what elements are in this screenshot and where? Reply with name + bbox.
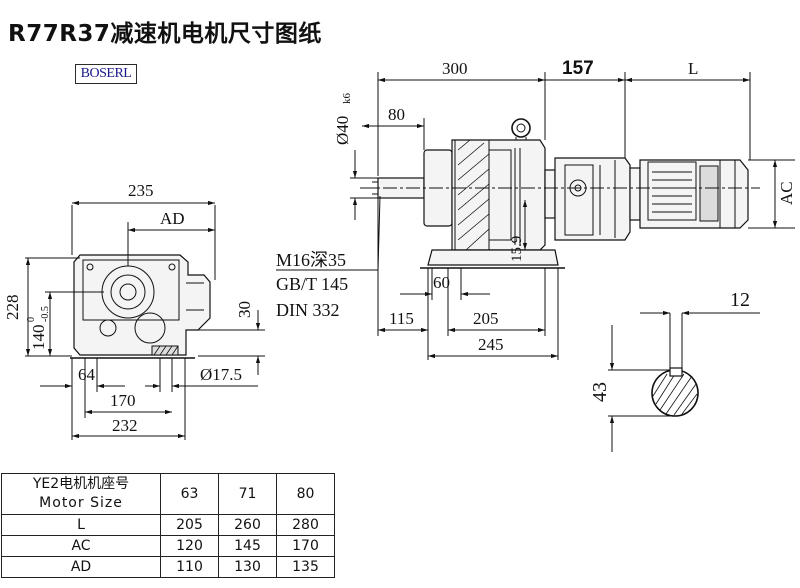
dim-30: 30 — [235, 301, 254, 318]
table-cell: 130 — [218, 556, 277, 578]
dim-300: 300 — [442, 59, 468, 78]
table-cell: 170 — [276, 535, 335, 557]
table-cell: 145 — [218, 535, 277, 557]
technical-drawing: 235 AD 228 140 0 -0.5 30 64 Ø17.5 — [3, 58, 796, 452]
dim-AD: AD — [160, 209, 185, 228]
dim-245: 245 — [478, 335, 504, 354]
dim-235: 235 — [128, 181, 154, 200]
note-din: DIN 332 — [276, 300, 340, 320]
dim-157: 157 — [562, 58, 594, 79]
note-thread: M16深35 — [276, 250, 346, 270]
table-cell: 260 — [218, 514, 277, 536]
dim-228: 228 — [3, 295, 22, 321]
dim-232: 232 — [112, 416, 138, 435]
end-view: 235 AD 228 140 0 -0.5 30 64 Ø17.5 — [3, 181, 265, 440]
table-cell: 120 — [160, 535, 219, 557]
dim-115: 115 — [389, 309, 414, 328]
table-row: AD 110 130 135 — [1, 556, 335, 578]
table-cell: 135 — [276, 556, 335, 578]
brand-logo: BOSERL — [75, 64, 137, 84]
dim-80: 80 — [388, 105, 405, 124]
end-view-inner-frame — [82, 259, 180, 321]
end-view-shaft-mid — [110, 274, 146, 310]
dim-64: 64 — [78, 365, 96, 384]
dim-140-lower-tol: -0.5 — [40, 306, 51, 322]
table-row-label: L — [1, 514, 161, 536]
table-row-label: AD — [1, 556, 161, 578]
dim-15-9: 15.9 — [509, 236, 525, 262]
side-view: 300 157 L 80 Ø40 k6 15.9 M16深35 GB/T 145… — [276, 58, 796, 360]
table-row-label: AC — [1, 535, 161, 557]
end-view-motor-circle — [134, 312, 166, 344]
table-cell: 280 — [276, 514, 335, 536]
table-size-63: 63 — [160, 473, 219, 515]
table-size-80: 80 — [276, 473, 335, 515]
table-size-71: 71 — [218, 473, 277, 515]
dim-AC: AC — [777, 181, 796, 205]
table-header-row: YE2电机机座号 Motor Size 63 71 80 — [1, 473, 335, 515]
table-cell: 110 — [160, 556, 219, 578]
dim-43: 43 — [589, 382, 611, 402]
dim-L: L — [688, 59, 698, 78]
dim-dia-40: Ø40 — [333, 116, 352, 145]
shaft-section-view: 12 43 — [589, 289, 760, 452]
gearbox-foot — [427, 249, 559, 266]
dim-205: 205 — [473, 309, 499, 328]
table-header-line1: YE2电机机座号 — [32, 476, 130, 492]
dim-dia-40-tolerance: k6 — [341, 93, 353, 105]
end-view-housing — [73, 254, 211, 356]
table-cell: 205 — [160, 514, 219, 536]
dim-170: 170 — [110, 391, 136, 410]
motor-flange — [629, 167, 641, 221]
dim-140-upper-tol: 0 — [26, 317, 37, 322]
end-view-bolt-circle — [99, 319, 117, 337]
dim-12: 12 — [730, 289, 750, 311]
table-row: AC 120 145 170 — [1, 535, 335, 557]
dim-dia-17-5: Ø17.5 — [200, 365, 242, 384]
motor-size-table: YE2电机机座号 Motor Size 63 71 80 L 205 260 2… — [1, 473, 335, 578]
table-header-cell: YE2电机机座号 Motor Size — [1, 473, 161, 515]
motor-body — [639, 159, 749, 229]
dim-60: 60 — [433, 273, 450, 292]
end-view-shaft-inner — [119, 283, 137, 301]
lifting-eye — [511, 118, 531, 138]
table-header-line2: Motor Size — [39, 495, 123, 511]
page-title: R77R37减速机电机尺寸图纸 — [8, 21, 322, 47]
note-gb: GB/T 145 — [276, 274, 348, 294]
table-row: L 205 260 280 — [1, 514, 335, 536]
dim-140: 140 — [29, 325, 48, 351]
